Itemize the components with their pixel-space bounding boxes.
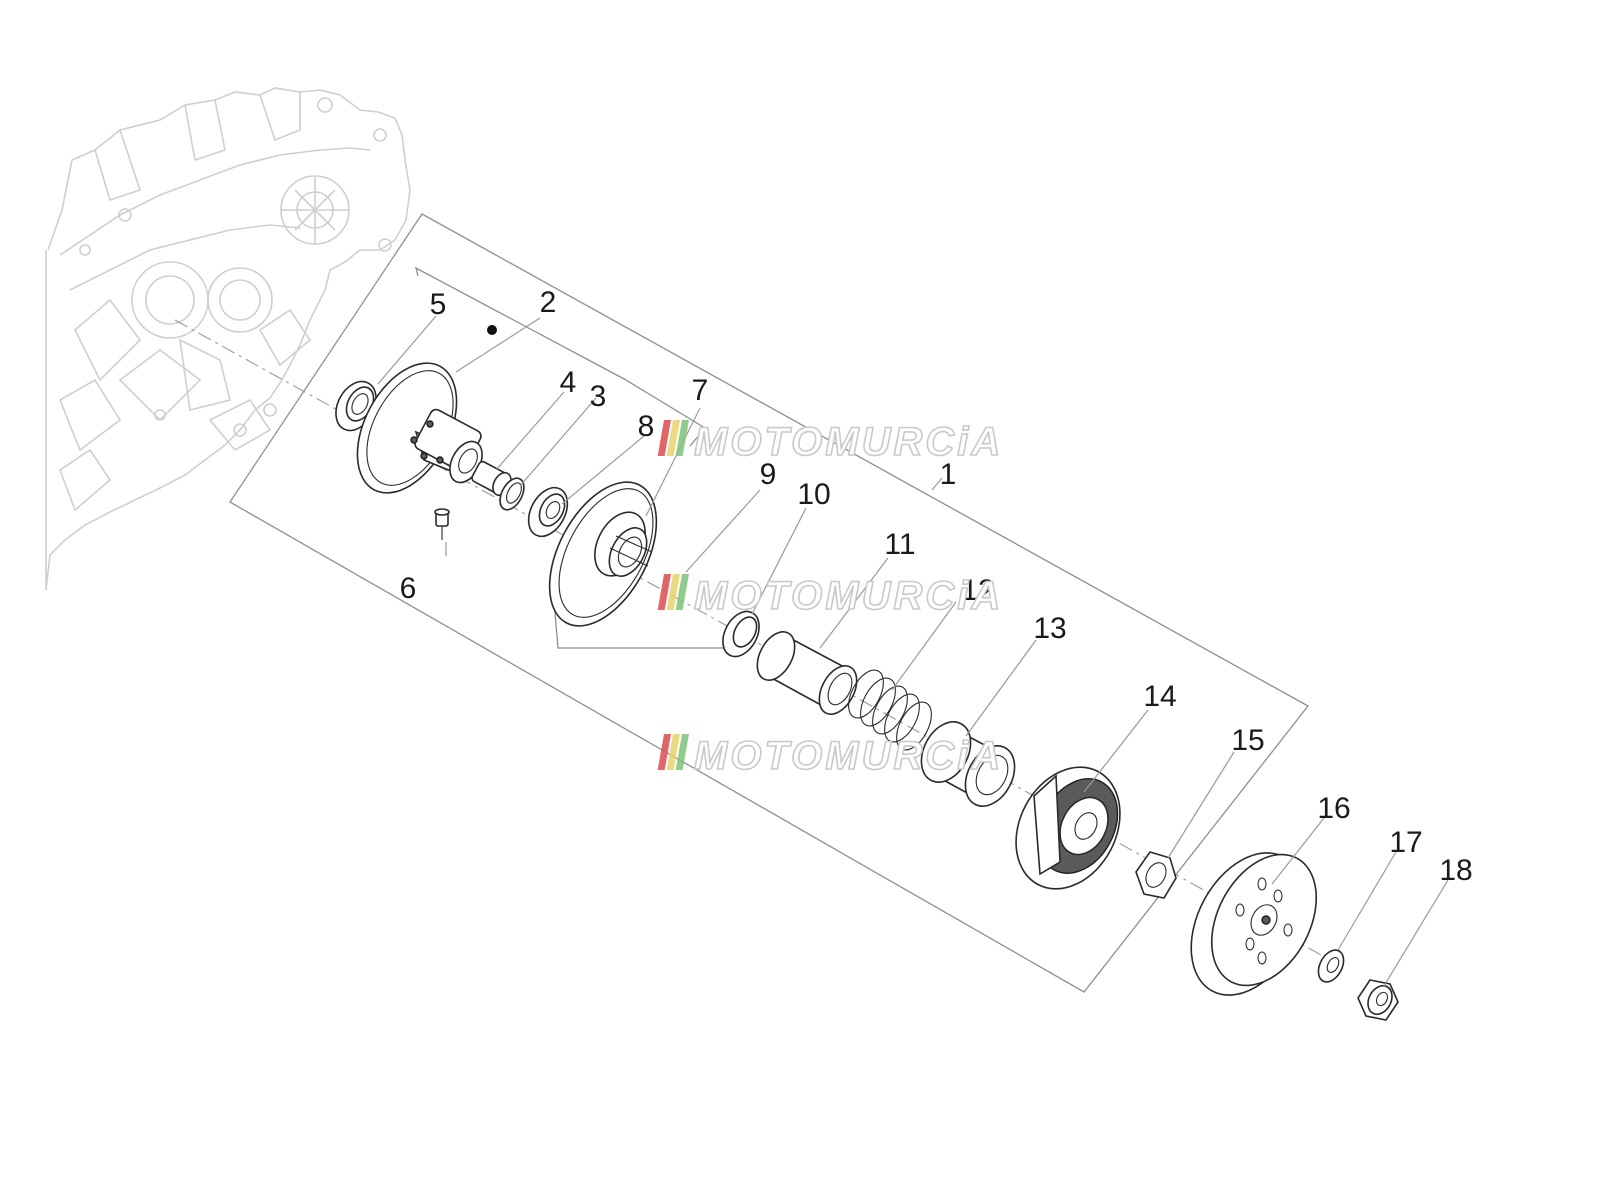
watermark-2: MOTOMURCiA — [657, 573, 1003, 619]
watermark-stripe-green — [675, 574, 689, 610]
part-18-flanged-nut — [1357, 979, 1399, 1021]
callout-3: 3 — [590, 380, 607, 413]
parts — [335, 325, 1399, 1021]
callout-18: 18 — [1439, 854, 1472, 887]
part-11-sleeve — [756, 631, 858, 715]
watermark-stripe-red — [657, 420, 671, 456]
watermark-1: MOTOMURCiA — [657, 419, 1003, 465]
callout-7: 7 — [692, 374, 709, 407]
callout-6: 6 — [400, 572, 417, 605]
engine-casing — [45, 87, 411, 591]
watermark-3: MOTOMURCiA — [657, 733, 1003, 779]
part-6-screw — [434, 508, 450, 540]
callout-16: 16 — [1317, 792, 1350, 825]
part-8-bearing — [527, 486, 569, 538]
callout-14: 14 — [1143, 680, 1176, 713]
part-3-ring — [499, 477, 525, 511]
callout-2: 2 — [540, 286, 557, 319]
part-17-washer — [1317, 949, 1345, 983]
callout-9: 9 — [760, 458, 777, 491]
watermark-stripe-yellow — [666, 734, 680, 770]
callout-12: 12 — [961, 574, 994, 607]
group-frame-2 — [415, 266, 627, 381]
watermark-stripe-red — [657, 574, 671, 610]
part-13-collar — [920, 721, 1016, 807]
leader-lines — [377, 315, 1449, 987]
watermark-text: MOTOMURCiA — [694, 420, 1003, 464]
watermark-stripe-green — [675, 734, 689, 770]
callout-4: 4 — [560, 366, 577, 399]
marker-dot — [487, 325, 497, 335]
callout-17: 17 — [1389, 826, 1422, 859]
watermark-text: MOTOMURCiA — [694, 734, 1003, 778]
watermark-stripe-green — [675, 420, 689, 456]
part-15-nut — [1135, 851, 1177, 899]
watermark-stripe-red — [657, 734, 671, 770]
part-2-fixed-pulley — [356, 362, 483, 494]
part-7-movable-pulley — [548, 481, 658, 627]
watermark-stripe-yellow — [666, 420, 680, 456]
watermark-text: MOTOMURCiA — [694, 574, 1003, 618]
callout-labels: 1 2 3 4 5 6 7 8 9 10 11 12 13 14 15 16 1… — [400, 286, 1473, 887]
callout-13: 13 — [1033, 612, 1066, 645]
callout-5: 5 — [430, 288, 447, 321]
callout-1: 1 — [940, 458, 957, 491]
callout-11: 11 — [884, 528, 915, 561]
callout-8: 8 — [638, 410, 655, 443]
part-4-bushing — [471, 460, 512, 497]
callout-10: 10 — [797, 478, 830, 511]
group-frame-7 — [625, 379, 706, 447]
part-16-clutch-bell — [1190, 852, 1318, 996]
part-12-spring — [848, 669, 932, 751]
part-14-clutch — [1015, 766, 1121, 890]
group-frame-1 — [229, 213, 1309, 993]
callout-15: 15 — [1231, 724, 1264, 757]
watermark-stripe-yellow — [666, 574, 680, 610]
